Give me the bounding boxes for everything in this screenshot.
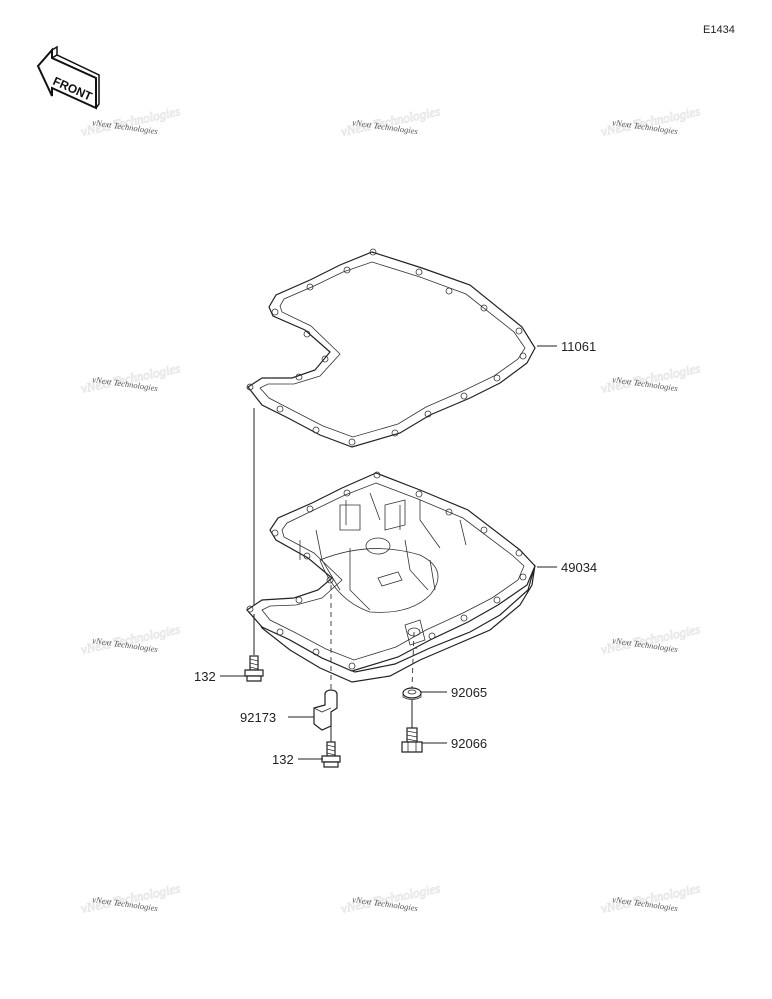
gasket-hole bbox=[343, 266, 351, 274]
pan-hole bbox=[295, 596, 303, 604]
pan-hole bbox=[306, 505, 314, 513]
gasket-hole bbox=[295, 373, 303, 381]
gasket-part bbox=[246, 248, 536, 448]
gasket-hole bbox=[424, 410, 432, 418]
gasket-hole bbox=[321, 355, 329, 363]
part-number-label: 11061 bbox=[561, 339, 596, 354]
pan-dome bbox=[365, 537, 391, 555]
gasket-hole bbox=[303, 330, 311, 338]
alignment-line bbox=[411, 631, 415, 689]
pan-hole bbox=[519, 573, 527, 581]
bolt-icon bbox=[244, 655, 264, 682]
pan-hole bbox=[246, 605, 254, 613]
pan-hole bbox=[415, 490, 423, 498]
part-number-label: 92173 bbox=[240, 710, 276, 725]
gasket-hole bbox=[515, 327, 523, 335]
oil-pan-part bbox=[246, 471, 536, 683]
pan-hole bbox=[445, 508, 453, 516]
gasket-hole bbox=[519, 352, 527, 360]
bolt-icon bbox=[321, 741, 341, 768]
part-number-label: 92066 bbox=[451, 736, 487, 751]
gasket-hole bbox=[348, 438, 356, 446]
pan-hole bbox=[460, 614, 468, 622]
pan-hole bbox=[271, 529, 279, 537]
pan-hole bbox=[428, 632, 436, 640]
gasket-hole bbox=[271, 308, 279, 316]
pan-hole bbox=[276, 628, 284, 636]
gasket-hole bbox=[460, 392, 468, 400]
part-number-label: 132 bbox=[194, 669, 216, 684]
washer-icon bbox=[402, 687, 422, 700]
gasket-hole bbox=[445, 287, 453, 295]
gasket-hole bbox=[369, 248, 377, 256]
pan-hole bbox=[493, 596, 501, 604]
part-number-label: 132 bbox=[272, 752, 294, 767]
part-number-label: 92065 bbox=[451, 685, 487, 700]
gasket-hole bbox=[306, 283, 314, 291]
gasket-hole bbox=[480, 304, 488, 312]
gasket-hole bbox=[493, 374, 501, 382]
gasket-hole bbox=[391, 429, 399, 437]
diagram-code: E1434 bbox=[703, 24, 735, 36]
pan-hole bbox=[326, 576, 334, 584]
gasket-hole bbox=[246, 383, 254, 391]
pan-hole bbox=[343, 489, 351, 497]
pan-hole bbox=[312, 648, 320, 656]
pan-hole bbox=[303, 552, 311, 560]
pan-hole bbox=[480, 526, 488, 534]
gasket-hole bbox=[276, 405, 284, 413]
pan-hole bbox=[515, 549, 523, 557]
pan-hole bbox=[373, 471, 381, 479]
pan-hole bbox=[348, 662, 356, 670]
gasket-hole bbox=[415, 268, 423, 276]
front-arrow-icon: FRONT bbox=[36, 45, 100, 110]
gasket-hole bbox=[312, 426, 320, 434]
part-number-label: 49034 bbox=[561, 560, 597, 575]
clamp-icon bbox=[313, 689, 338, 731]
drain-plug-icon bbox=[401, 727, 423, 753]
